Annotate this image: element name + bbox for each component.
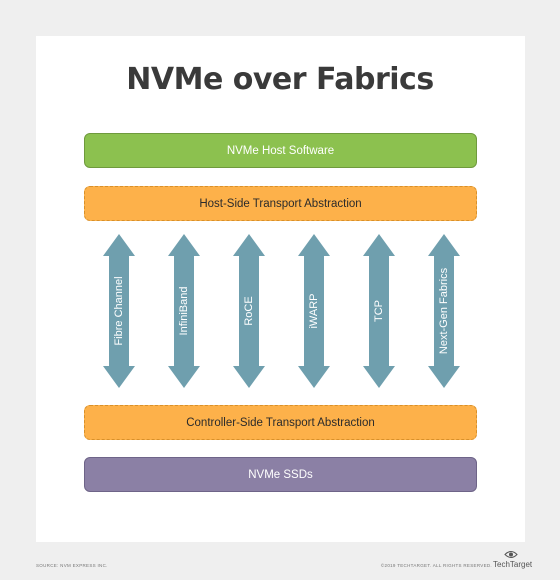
copyright-notice: ©2019 TECHTARGET. ALL RIGHTS RESERVED.	[380, 563, 492, 568]
techtarget-logo: TechTarget	[493, 550, 533, 574]
transport-arrow-tcp: TCP	[363, 234, 395, 388]
diagram-title: NVMe over Fabrics	[126, 62, 434, 97]
transport-label-tcp: TCP	[373, 300, 385, 322]
layer-controller-side-transport: Controller-Side Transport Abstraction	[84, 405, 477, 440]
transport-label-next-gen-fabrics: Next-Gen Fabrics	[438, 267, 450, 354]
layer-ssds: NVMe SSDs	[84, 457, 477, 492]
layer-host-side-transport: Host-Side Transport Abstraction	[84, 186, 477, 221]
transport-arrow-roce: RoCE	[233, 234, 265, 388]
logo-text: TechTarget	[493, 560, 533, 569]
layer-host-software: NVMe Host Software	[84, 133, 477, 168]
double-arrow-icon	[298, 234, 330, 388]
eye-icon	[504, 551, 518, 558]
transport-arrow-next-gen-fabrics: Next-Gen Fabrics	[428, 234, 460, 388]
source-credit: SOURCE: NVM EXPRESS INC.	[36, 563, 108, 568]
layer-host-side-transport-label: Host-Side Transport Abstraction	[199, 197, 362, 210]
transport-label-iwarp: iWARP	[308, 293, 320, 328]
transport-arrow-fibre-channel: Fibre Channel	[103, 234, 135, 388]
transport-arrow-infiniband: InfiniBand	[168, 234, 200, 388]
transport-arrow-iwarp: iWARP	[298, 234, 330, 388]
transport-label-fibre-channel: Fibre Channel	[113, 276, 125, 345]
layer-ssds-label: NVMe SSDs	[248, 468, 313, 481]
double-arrow-icon	[103, 234, 135, 388]
layer-controller-side-transport-label: Controller-Side Transport Abstraction	[186, 416, 375, 429]
transport-label-roce: RoCE	[243, 296, 255, 325]
double-arrow-icon	[428, 234, 460, 388]
double-arrow-icon	[168, 234, 200, 388]
layer-host-software-label: NVMe Host Software	[226, 144, 335, 157]
double-arrow-icon	[233, 234, 265, 388]
transport-label-infiniband: InfiniBand	[178, 287, 190, 336]
double-arrow-icon	[363, 234, 395, 388]
